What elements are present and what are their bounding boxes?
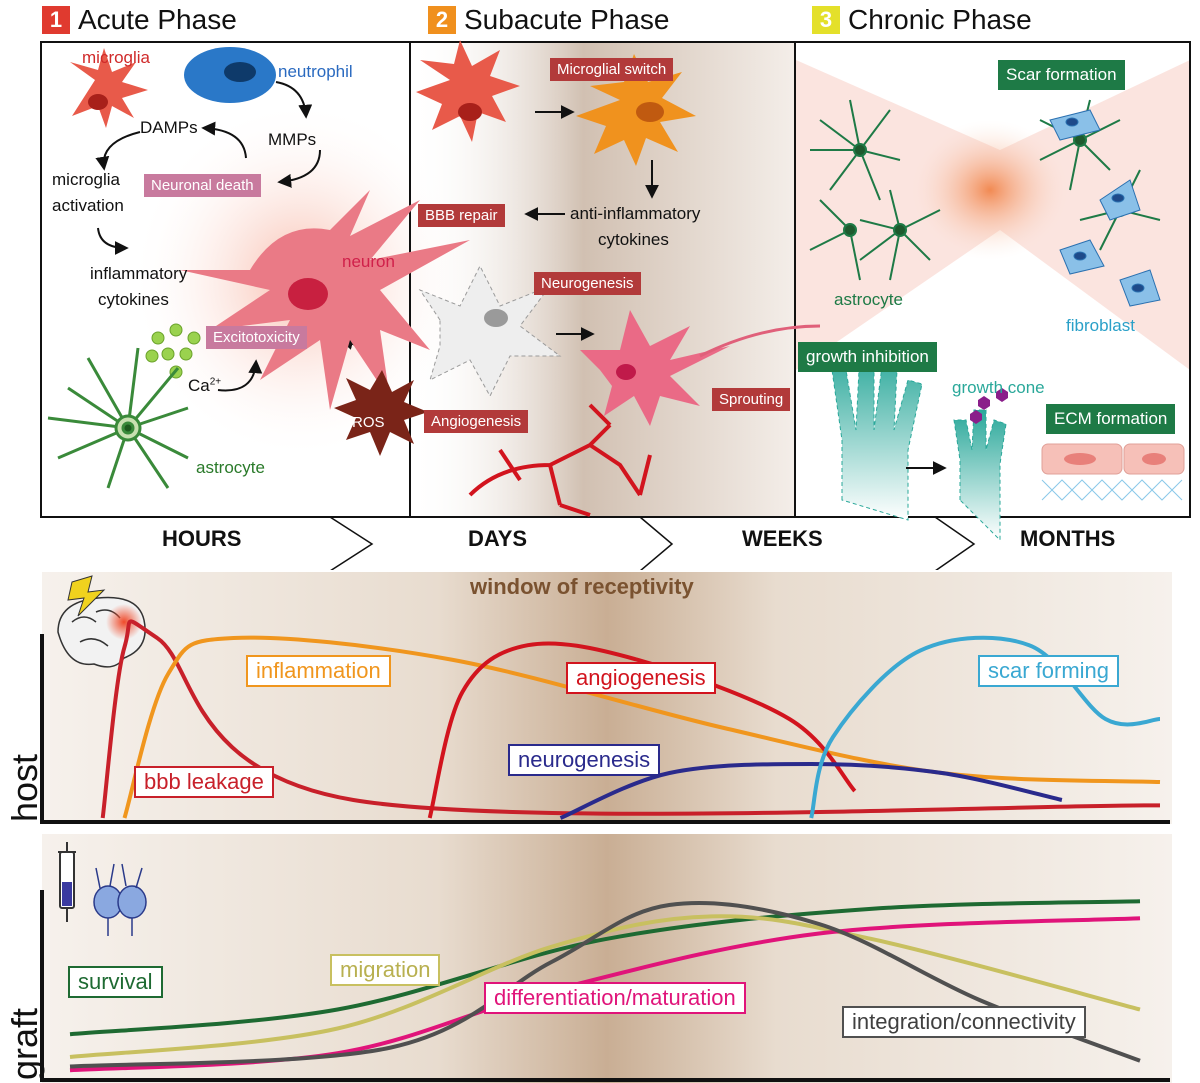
label-ca: Ca2+: [188, 376, 222, 395]
curve-label-neurogenesis: neurogenesis: [508, 744, 661, 776]
tag-sprouting: Sprouting: [712, 388, 791, 411]
curve-bbb-leakage: [100, 619, 1161, 819]
arrow-ca-excitotoxicity: [217, 359, 263, 392]
ros-star: [334, 370, 428, 456]
arrow-damps-microglia: [95, 131, 141, 171]
phase-2-title: Subacute Phase: [464, 4, 670, 35]
phase-3-number: 3: [812, 6, 840, 34]
host-curves: [100, 619, 1161, 820]
lesion-core: [910, 120, 1070, 260]
microglia-cell-red: [416, 40, 520, 142]
ghost-neuron: [418, 264, 562, 398]
graft-axis-label: graft: [4, 1007, 45, 1080]
phase-2-number: 2: [428, 6, 456, 34]
curve-label-bbb: bbb leakage: [134, 766, 274, 798]
label-damps: DAMPs: [140, 118, 198, 137]
curve-label-differentiation: differentiation/maturation: [484, 982, 746, 1014]
neutrophil-cell: [184, 47, 276, 103]
axon-sprouting: [699, 324, 821, 358]
time-months: MONTHS: [1020, 526, 1116, 551]
label-microglia-act-1: microglia: [52, 170, 121, 189]
label-anti-inflammatory: anti-inflammatory: [570, 204, 701, 223]
tag-scar-formation: Scar formation: [998, 60, 1125, 90]
curve-survival: [69, 899, 1141, 1037]
phase-2-header: 2 Subacute Phase: [428, 2, 670, 38]
curve-label-integration: integration/connectivity: [842, 1006, 1086, 1038]
phase-1-number: 1: [42, 6, 70, 34]
label-mmps: MMPs: [268, 130, 317, 149]
blood-vessels: [468, 403, 652, 517]
growth-cone-hand: [953, 409, 1007, 542]
lightning-icon: [67, 575, 106, 617]
label-microglia-act-2: activation: [52, 196, 124, 215]
syringe-icon: [58, 842, 76, 922]
neuron-cell: [180, 190, 470, 410]
fibroblast-cells: [1049, 109, 1161, 307]
phase-3-header: 3 Chronic Phase: [812, 2, 1032, 38]
arrow-neutrophil-mmps: [275, 81, 313, 119]
ca-superscript: 2+: [209, 376, 222, 388]
microglia-cell-orange: [576, 54, 696, 166]
new-neuron: [580, 310, 730, 426]
curve-label-inflammation: inflammation: [246, 655, 391, 687]
phase-1-header: 1 Acute Phase: [42, 2, 237, 38]
arrow-mmps-neuronaldeath: [277, 149, 321, 188]
timeline-bar: [42, 516, 976, 570]
time-weeks: WEEKS: [742, 526, 823, 551]
curve-angiogenesis: [427, 641, 857, 819]
tag-growth-inhibition: growth inhibition: [798, 342, 937, 372]
microglia-cell: [70, 48, 148, 128]
astrocyte-cell: [47, 347, 189, 489]
arrow-neuronaldeath-damps: [201, 121, 247, 159]
tag-bbb-repair: BBB repair: [418, 204, 505, 227]
curve-label-angiogenesis: angiogenesis: [566, 662, 716, 694]
tag-angiogenesis: Angiogenesis: [424, 410, 529, 433]
time-days: DAYS: [468, 526, 528, 551]
ecm-matrix: [1041, 443, 1185, 501]
phase-panels: [40, 40, 1191, 570]
curve-label-survival: survival: [68, 966, 163, 998]
graft-cells-icon: [93, 863, 147, 936]
arrow-activation-inflammatory: [97, 227, 129, 255]
tag-ecm-formation: ECM formation: [1046, 404, 1176, 434]
label-anti-cytokines: cytokines: [598, 230, 669, 249]
curve-scar-forming: [809, 635, 1161, 819]
curve-label-scar: scar forming: [978, 655, 1120, 687]
curve-label-migration: migration: [330, 954, 441, 986]
label-inflammatory-2: cytokines: [98, 290, 169, 309]
curve-integration-connectivity: [69, 901, 1141, 1069]
label-microglia: microglia: [82, 48, 151, 67]
label-fibroblast: fibroblast: [1066, 316, 1135, 335]
window-of-receptivity-label: window of receptivity: [470, 574, 694, 599]
inhibitor-molecules: [970, 388, 1008, 424]
receptivity-charts: [40, 572, 1200, 1083]
curve-neurogenesis: [559, 761, 1063, 820]
time-hours: HOURS: [162, 526, 242, 551]
curve-migration: [69, 914, 1141, 1059]
host-axis-label: host: [4, 753, 45, 822]
label-neutrophil: neutrophil: [278, 62, 353, 81]
phase-frame: [40, 41, 1191, 518]
window-background-graft: [42, 834, 1172, 1083]
growth-inhibition-hand: [831, 349, 923, 521]
label-neuron: neuron: [342, 252, 395, 271]
label-growth-cone: growth cone: [952, 378, 1045, 397]
label-ros: ROS: [352, 414, 385, 431]
phase-3-title: Chronic Phase: [848, 4, 1032, 35]
label-astrocyte-chronic: astrocyte: [834, 290, 903, 309]
tag-microglial-switch: Microglial switch: [550, 58, 674, 81]
phase-1-title: Acute Phase: [78, 4, 237, 35]
label-inflammatory-1: inflammatory: [90, 264, 188, 283]
tag-neuronal-death: Neuronal death: [144, 174, 261, 197]
label-astrocyte-acute: astrocyte: [196, 458, 265, 477]
tag-neurogenesis: Neurogenesis: [534, 272, 641, 295]
tag-excitotoxicity: Excitotoxicity: [206, 326, 307, 349]
